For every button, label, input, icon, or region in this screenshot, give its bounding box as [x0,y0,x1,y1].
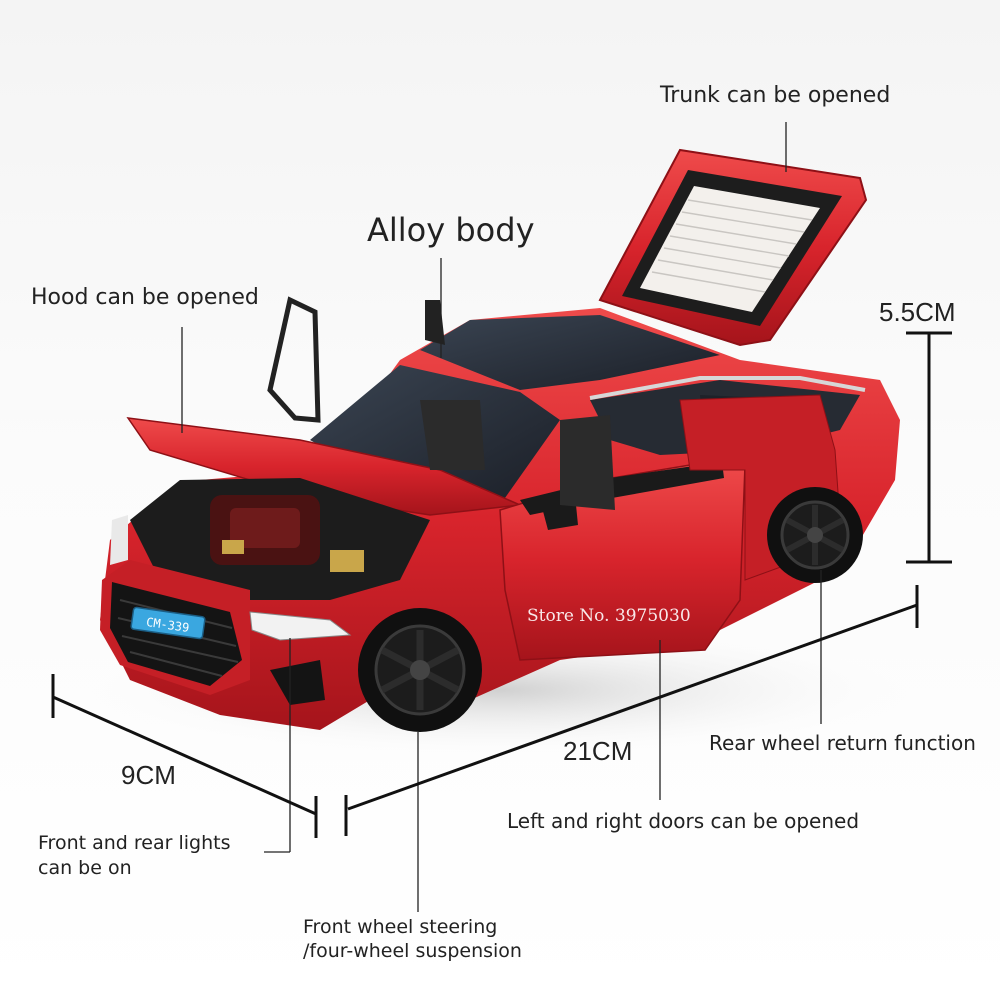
length-label: 21CM [563,736,633,766]
car-body: CM-339 [100,296,900,730]
lights-label-line1: Front and rear lights [38,832,231,854]
height-label: 5.5CM [879,297,956,327]
width-label: 9CM [121,760,176,790]
store-watermark: Store No. 3975030 [527,606,691,626]
length-dimension-line [347,603,918,811]
license-plate: CM-339 [145,615,190,635]
rear-wheel [767,487,863,583]
leader-lines [181,122,822,912]
width-dimension-line [52,695,317,816]
doors-label: Left and right doors can be opened [507,809,860,833]
dimension-lines [51,331,952,838]
steering-label-line2: /four-wheel suspension [303,940,522,962]
trunk-lid [598,148,868,347]
steering-label-line1: Front wheel steering [303,916,498,938]
alloy-body-label: Alloy body [367,211,535,249]
front-wheel [358,608,482,732]
lights-label-line2: can be on [38,857,132,879]
hood-label: Hood can be opened [31,285,259,310]
trunk-label: Trunk can be opened [660,83,891,108]
rear-wheel-label: Rear wheel return function [709,731,976,755]
